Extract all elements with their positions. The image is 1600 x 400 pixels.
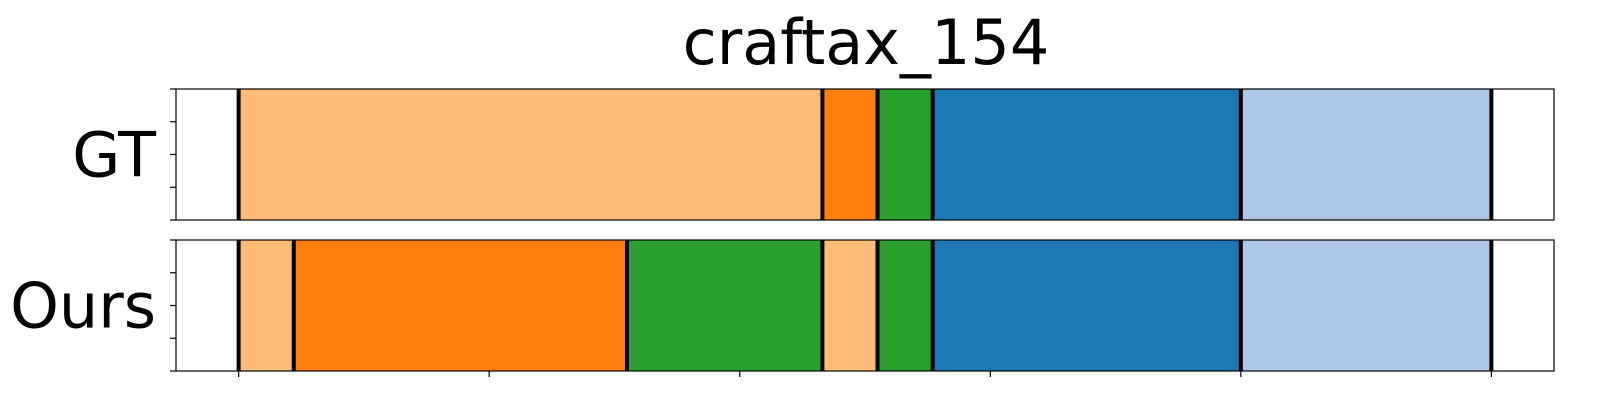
chart-rows: GT Ours: [10, 88, 1555, 377]
row-label-ours: Ours: [10, 270, 156, 343]
segment-ours-0: [238, 240, 294, 371]
row-gt: GT: [72, 88, 1555, 221]
segment-gt-4: [1240, 89, 1492, 220]
row-ours: Ours: [10, 239, 1555, 372]
segment-gt-0: [238, 89, 823, 220]
segment-gt-3: [932, 89, 1241, 220]
segment-ours-1: [293, 240, 627, 371]
segment-ours-4: [877, 240, 933, 371]
segment-ours-6: [1240, 240, 1492, 371]
segment-ours-5: [932, 240, 1241, 371]
row-label-gt: GT: [72, 119, 157, 192]
segment-ours-2: [626, 240, 823, 371]
segment-gt-1: [822, 89, 878, 220]
chart-title: craftax_154: [683, 6, 1050, 79]
segment-gt-2: [877, 89, 933, 220]
segment-ours-3: [822, 240, 878, 371]
